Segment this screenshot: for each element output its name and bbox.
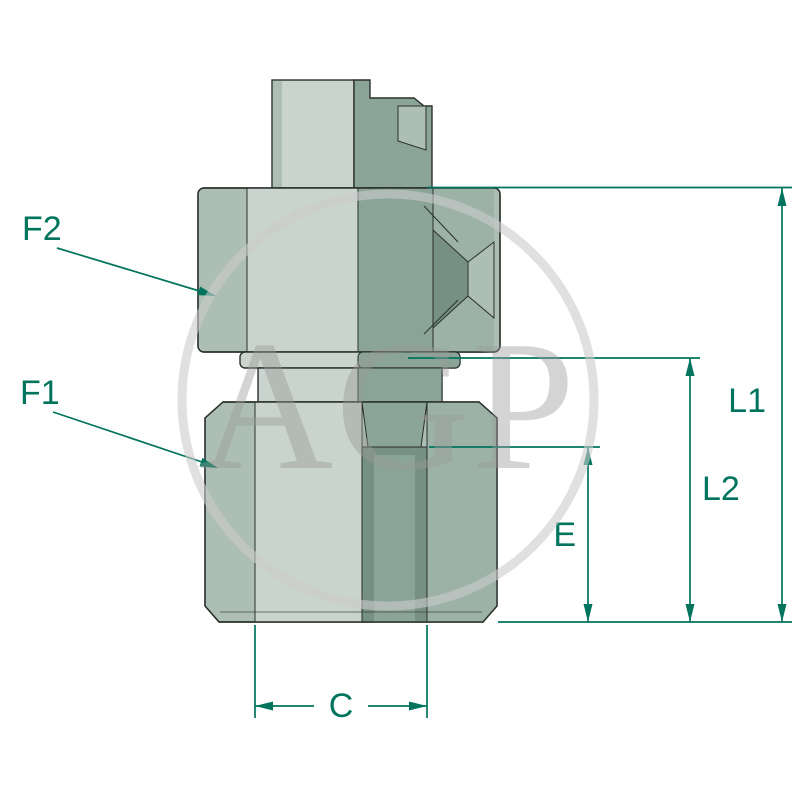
dimension-annotations: L1 L2 E C F2 F1 [20, 186, 792, 725]
arrow-c-left [255, 701, 273, 711]
tube-shade [273, 81, 282, 187]
arrow-f1 [199, 457, 218, 468]
lower-body [204, 401, 498, 623]
bore-inner [374, 455, 415, 622]
lower-body-outline [204, 401, 498, 623]
watermark-text: AGP [199, 303, 577, 509]
dimension-label-l2: L2 [702, 470, 740, 508]
dimension-label-c: C [329, 687, 354, 725]
ferrule-edge-upper [423, 205, 459, 243]
dimension-label-e: E [553, 516, 576, 554]
ferrule-edge-lower [423, 299, 459, 335]
neck [239, 351, 461, 403]
upper-nut [197, 187, 501, 353]
tube-section-inner [397, 105, 427, 151]
arrow-l2-top [685, 358, 695, 376]
tube-body [271, 79, 355, 189]
watermark: AGP [177, 189, 599, 611]
neck-body-dark [357, 367, 443, 403]
watermark-circle [177, 189, 599, 611]
arrow-e-bottom [583, 604, 593, 622]
dimension-label-f1: F1 [20, 374, 60, 412]
dimension-label-l1: L1 [728, 382, 766, 420]
leader-line-f2 [56, 247, 207, 294]
lower-facet-right [427, 402, 497, 622]
dimension-label-f2: F2 [22, 210, 62, 248]
arrow-c-right [409, 701, 427, 711]
ferrule-highlight [467, 240, 495, 320]
upper-nut-facet-dark [358, 188, 433, 352]
top-tube [271, 79, 433, 189]
arrow-l1-bottom [777, 604, 787, 622]
leader-line-f1 [52, 411, 209, 465]
arrow-l2-bottom [685, 604, 695, 622]
arrow-l1-top [777, 188, 787, 206]
fitting-drawing [197, 79, 501, 623]
